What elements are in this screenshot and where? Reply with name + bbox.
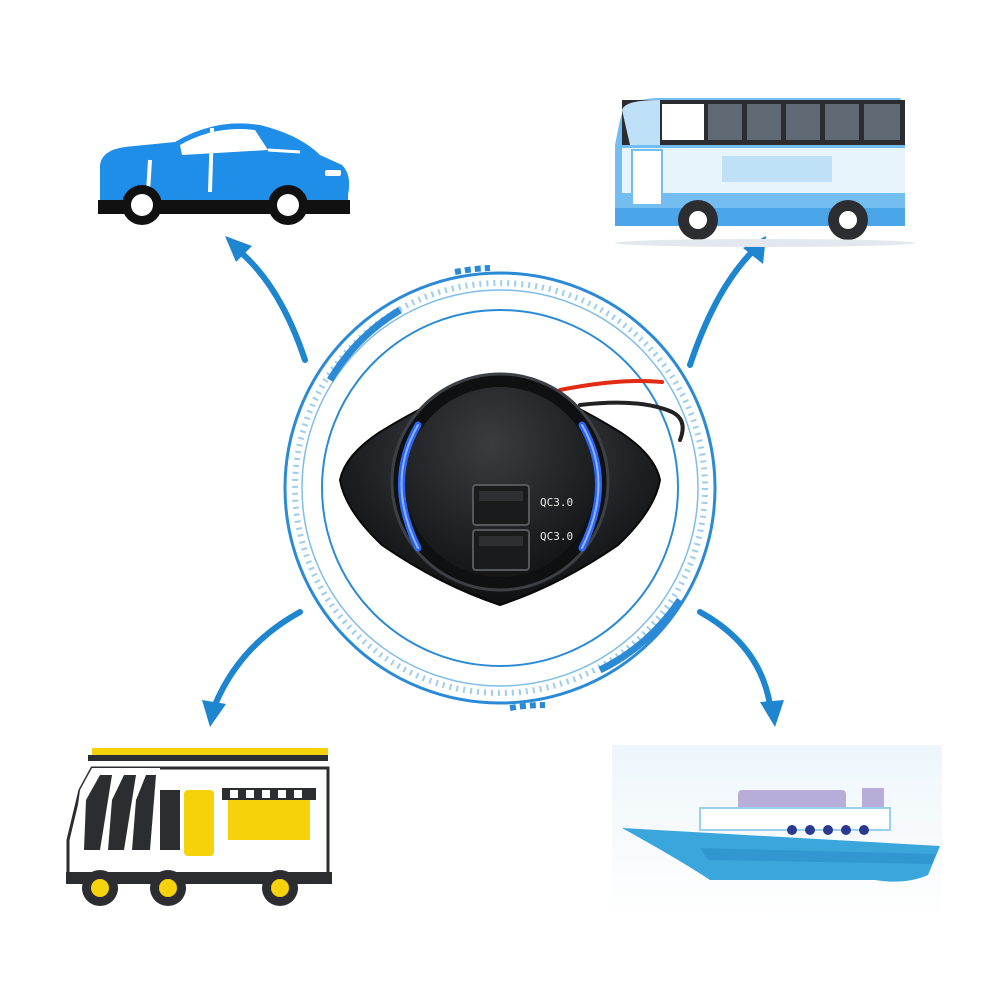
usb-charger: QC3.0 QC3.0 — [338, 372, 662, 607]
ship-icon — [612, 745, 942, 920]
decorative-rings — [283, 265, 717, 711]
arrow-to-ship — [697, 609, 773, 708]
car-icon — [98, 123, 350, 225]
arrow-head-rv — [202, 700, 226, 727]
arrow-to-rv — [212, 609, 303, 708]
port-label-bottom: QC3.0 — [540, 530, 573, 543]
arrow-to-bus — [687, 249, 755, 368]
charger-wires — [558, 379, 685, 442]
charger-face — [405, 387, 595, 577]
arrows — [202, 236, 784, 727]
bus-icon — [615, 98, 915, 247]
port-label-top: QC3.0 — [540, 496, 573, 509]
arrow-head-car — [225, 236, 252, 262]
rv-icon — [66, 748, 332, 906]
arrow-head-ship — [760, 700, 784, 727]
arrow-to-car — [235, 247, 308, 363]
